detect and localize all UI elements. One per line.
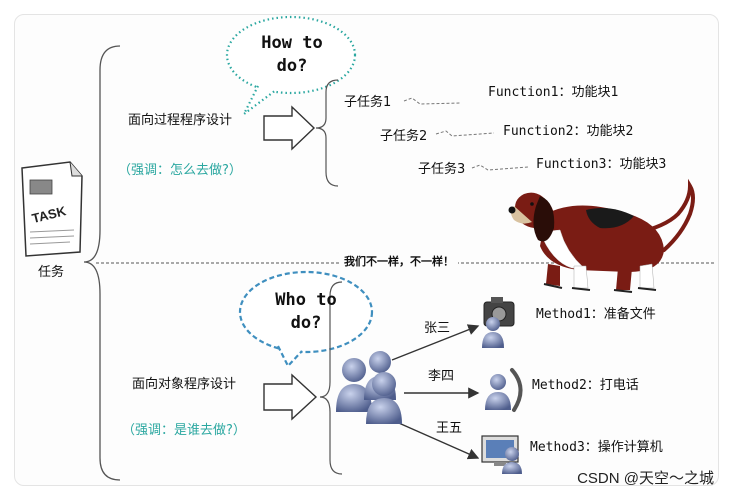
top-right-brace [315, 79, 339, 187]
procedural-paradigm-label: 面向过程程序设计 [128, 113, 233, 128]
method-2-label: Method2：打电话 [532, 378, 639, 393]
function-1-label: Function1：功能块1 [488, 85, 619, 100]
arrow-to-method3 [391, 419, 480, 460]
function-2-label: Function2：功能块2 [503, 124, 634, 139]
person-1-name: 张三 [424, 321, 451, 336]
task-document-icon: TASK [21, 161, 83, 257]
top-bubble-line-2: do? [276, 56, 308, 76]
bottom-hollow-arrow [263, 373, 318, 421]
people-group-icon [336, 351, 402, 424]
method-1-label: Method1：准备文件 [536, 307, 656, 322]
subtask-3-label: 子任务3 [418, 162, 466, 177]
person-2-name: 李四 [428, 369, 455, 384]
method-3-label: Method3：操作计算机 [530, 440, 663, 455]
bottom-bubble-line-1: Who to [275, 290, 337, 310]
divider-text: 我们不一样，不一样！ [340, 256, 458, 267]
task-label: 任务 [38, 265, 65, 280]
bottom-right-brace [319, 281, 343, 475]
phone-person-icon [485, 368, 523, 412]
basset-hound-illustration [508, 178, 695, 293]
object-oriented-emphasis: （强调：是谁去做?） [122, 423, 246, 438]
function-3-label: Function3：功能块3 [536, 157, 667, 172]
subtask-2-label: 子任务2 [380, 129, 428, 144]
computer-person-icon [481, 435, 522, 474]
person-3-name: 王五 [436, 421, 463, 436]
bottom-bubble-text: Who to do? [248, 289, 364, 335]
csdn-watermark: CSDN @天空～之城 [577, 470, 714, 487]
task-brace [83, 45, 121, 481]
top-bubble-text: How to do? [234, 32, 350, 78]
top-hollow-arrow [263, 105, 316, 151]
subtask-1-label: 子任务1 [344, 95, 392, 110]
subtask-connectors [403, 97, 529, 171]
top-bubble-line-1: How to [261, 33, 323, 53]
camera-person-icon [482, 297, 515, 348]
arrow-to-method1 [391, 324, 480, 361]
object-oriented-paradigm-label: 面向对象程序设计 [132, 377, 237, 392]
procedural-emphasis: （强调：怎么去做?） [118, 163, 242, 178]
bottom-thought-bubble [238, 270, 374, 368]
top-thought-bubble [225, 15, 357, 115]
bottom-bubble-line-2: do? [290, 313, 322, 333]
